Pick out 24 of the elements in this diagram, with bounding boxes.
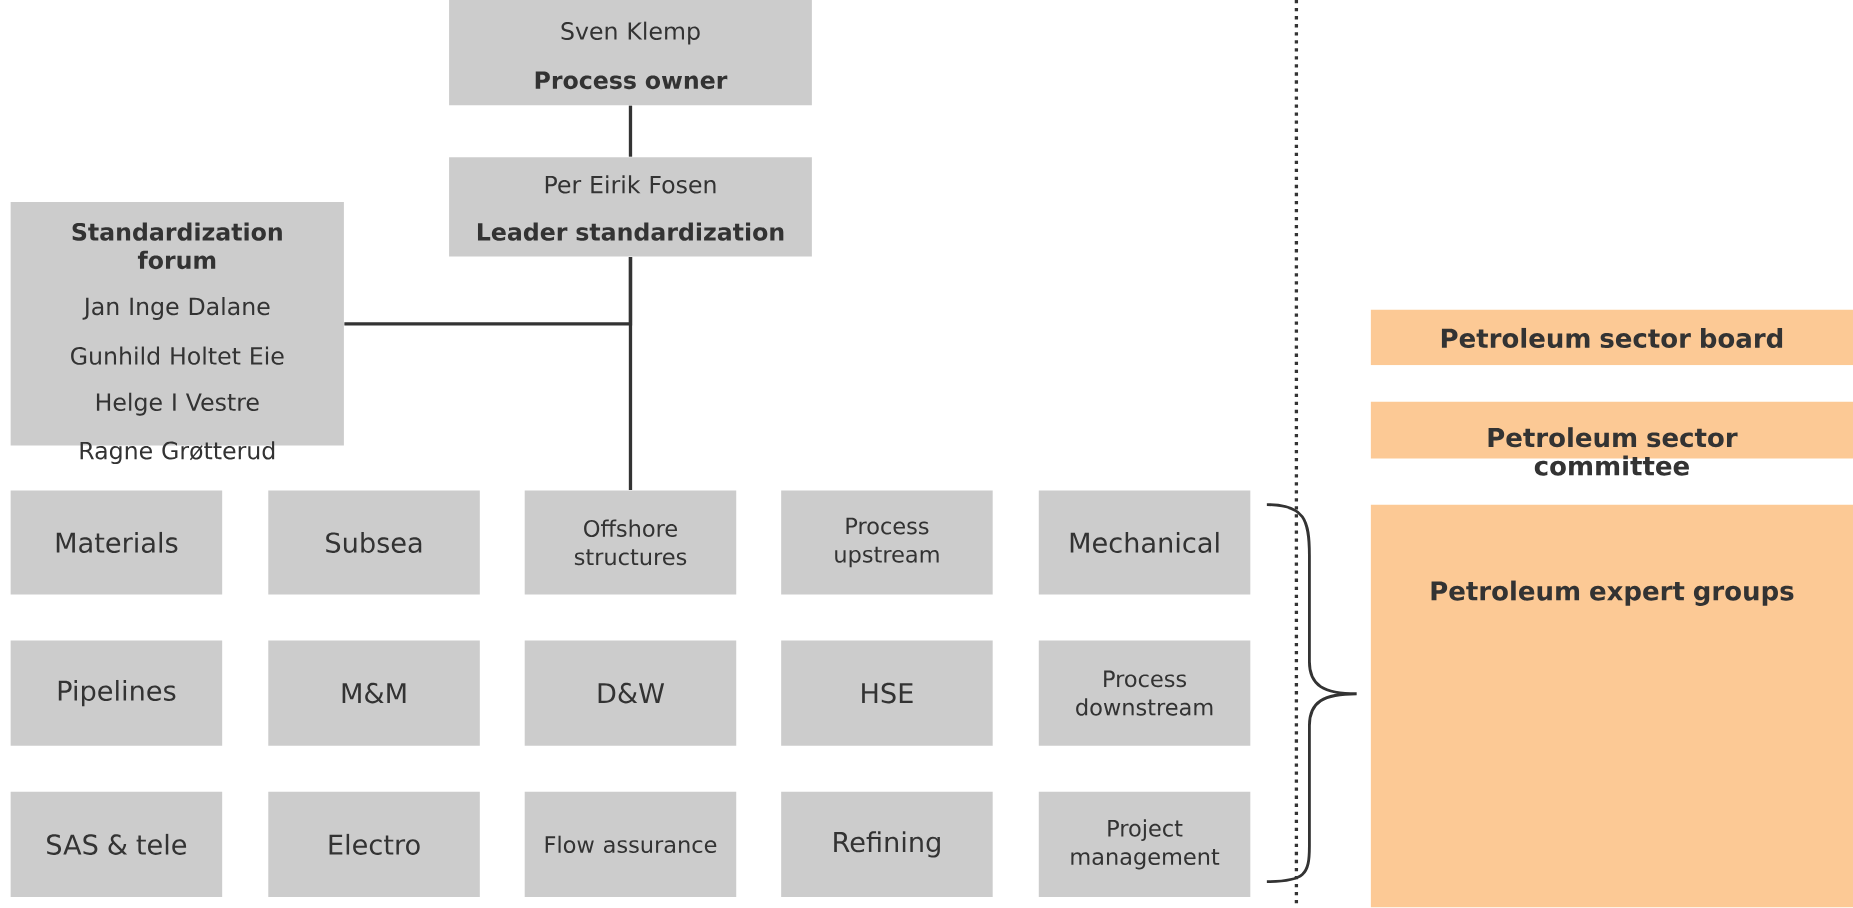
org-box: Mechanical [1038,490,1251,595]
group-box: Petroleum sector committee [1370,402,1853,476]
org-box: Per Eirik Fosen Leader standardization [449,157,812,257]
connector-line [628,105,633,157]
org-box: Standardization forum Jan Inge Dalane Gunhild Holtet Eie Helge I Vestre Ragne Grøtterud [10,202,344,465]
org-box: Sven Klemp Process owner [449,0,812,106]
org-box: Electro [268,792,480,898]
org-box: SAS & tele [10,792,223,898]
org-box: Project management [1038,792,1251,898]
org-box: Offshore structures [524,490,737,595]
org-box: Flow assurance [524,792,737,898]
node-label: committee [1534,455,1689,476]
org-box: Subsea [268,490,480,595]
org-box: M&M [268,640,480,746]
org-box: Refining [781,792,993,898]
connector-line [344,257,633,326]
group-box: Petroleum expert groups [1370,504,1853,908]
org-box: Pipelines [10,640,223,746]
org-box: Process upstream [781,490,993,595]
org-box: HSE [781,640,993,746]
org-box: Materials [10,490,223,595]
org-box: Process downstream [1038,640,1251,746]
group-box: Petroleum sector board [1370,309,1853,366]
org-box: D&W [524,640,737,746]
